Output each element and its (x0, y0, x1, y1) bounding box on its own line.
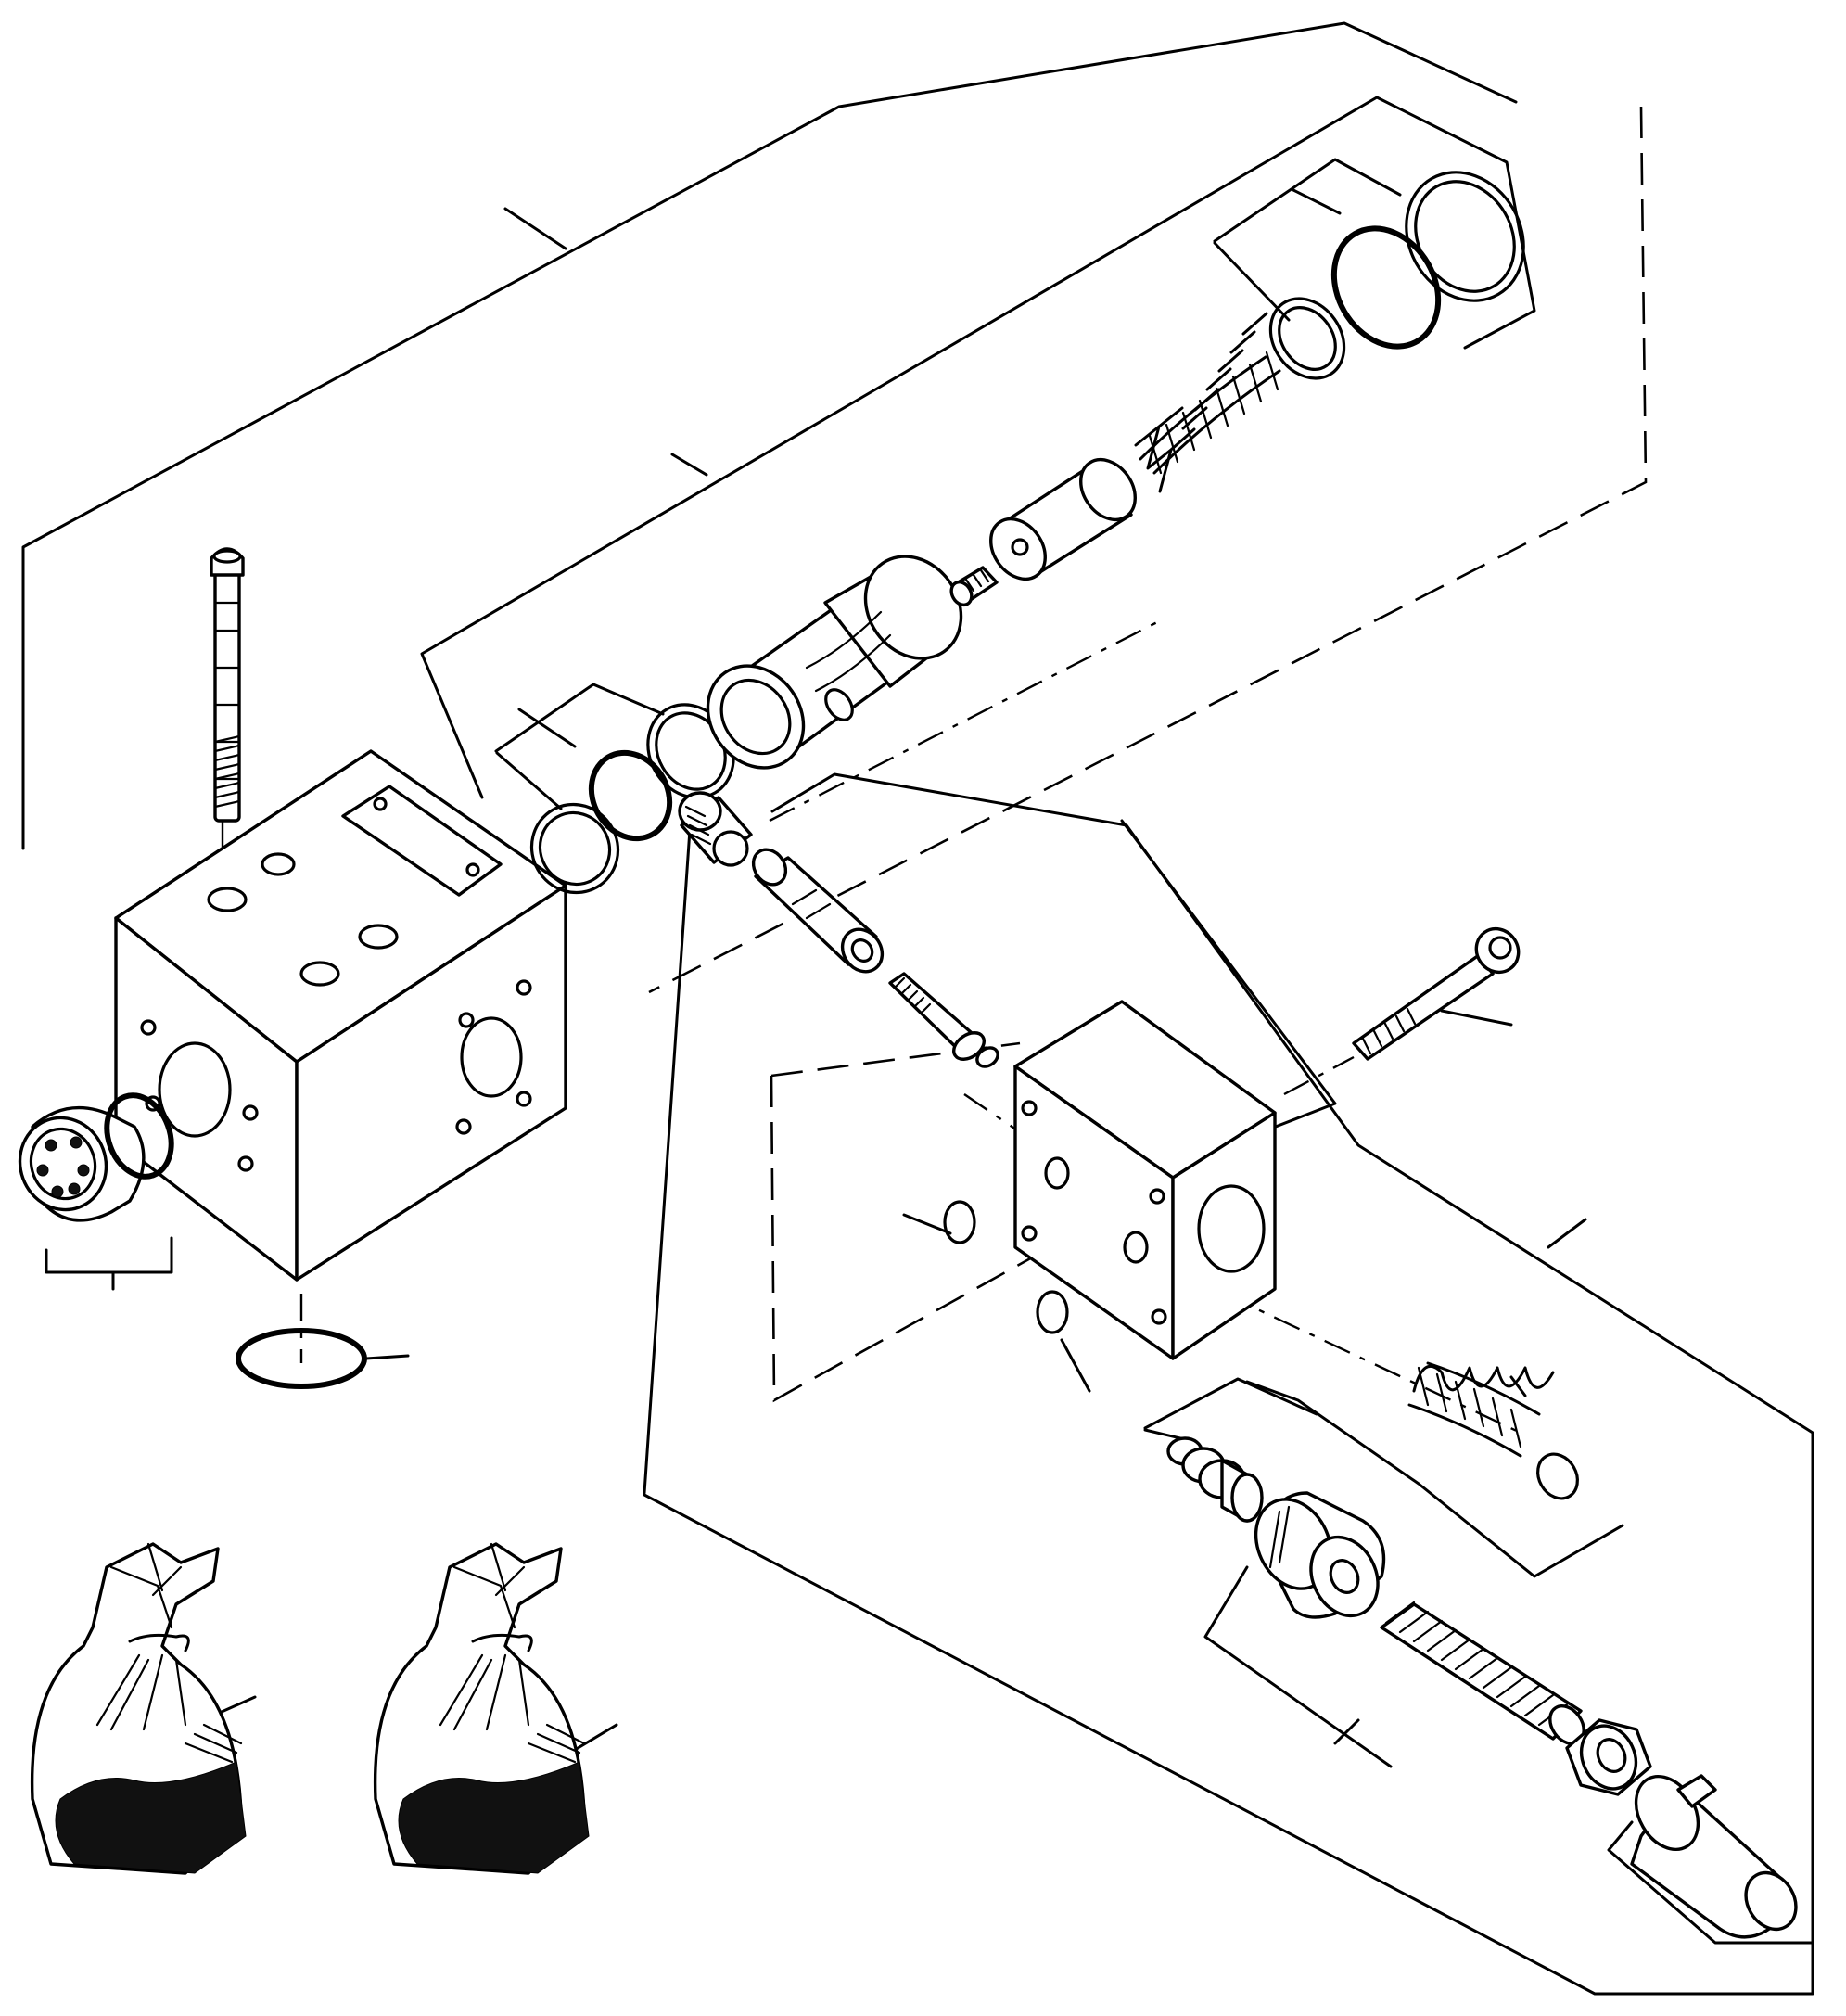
pilot-needle (888, 972, 999, 1068)
parts-bag-1 (30, 1542, 247, 1875)
adjusting-screw (1380, 1601, 1585, 1745)
retainer-ring (1268, 297, 1346, 380)
orifice-insert (678, 791, 753, 867)
jam-nut (1565, 1718, 1652, 1796)
center-lines (221, 106, 1648, 1435)
adjuster-spring (1407, 1361, 1555, 1458)
leader-lines (21, 21, 1814, 1996)
sleeve-o-ring (588, 749, 673, 842)
pilot-spring (1134, 312, 1281, 493)
side-plug-o-ring (104, 1092, 174, 1180)
spool (751, 848, 885, 974)
cartridge-sleeve (706, 555, 963, 770)
pilot-block-screw (1352, 926, 1521, 1061)
body-o-ring (236, 1328, 367, 1389)
valve-body (114, 749, 567, 1282)
acorn-cap (1630, 1774, 1798, 1939)
side-plug (18, 1105, 146, 1222)
lock-nut-fitting (1254, 1491, 1386, 1619)
pilot-block (1013, 1000, 1277, 1360)
poppet (949, 566, 999, 607)
long-cap-screw (210, 547, 245, 823)
small-o-ring (1036, 1290, 1069, 1334)
spring-cap (989, 457, 1137, 581)
small-o-ring (1536, 1452, 1579, 1500)
small-o-ring (943, 1200, 976, 1244)
parts-bag-2 (373, 1542, 590, 1875)
large-backup-ring (1405, 171, 1525, 302)
adjuster-seat (1166, 1436, 1264, 1523)
